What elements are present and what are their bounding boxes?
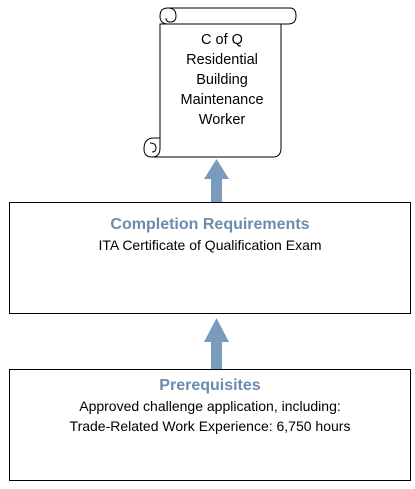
prerequisites-title: Prerequisites [159, 377, 261, 394]
prerequisites-line: Trade-Related Work Experience: 6,750 hou… [69, 418, 351, 434]
completion-line: ITA Certificate of Qualification Exam [98, 237, 322, 253]
certificate-label: C of Q Residential Building Maintenance … [162, 30, 282, 130]
certificate-line: Worker [198, 112, 246, 128]
completion-requirements-box: Completion Requirements ITA Certificate … [9, 202, 411, 314]
certificate-line: Residential [186, 52, 258, 68]
prerequisites-box: Prerequisites Approved challenge applica… [9, 369, 411, 481]
certificate-line: C of Q [201, 32, 243, 48]
arrow-up-icon [204, 159, 229, 202]
certificate-line: Maintenance [180, 92, 264, 108]
prerequisites-line: Approved challenge application, includin… [79, 398, 341, 414]
completion-title: Completion Requirements [110, 216, 310, 233]
arrow-up-icon [204, 318, 229, 369]
certificate-line: Building [196, 72, 248, 88]
